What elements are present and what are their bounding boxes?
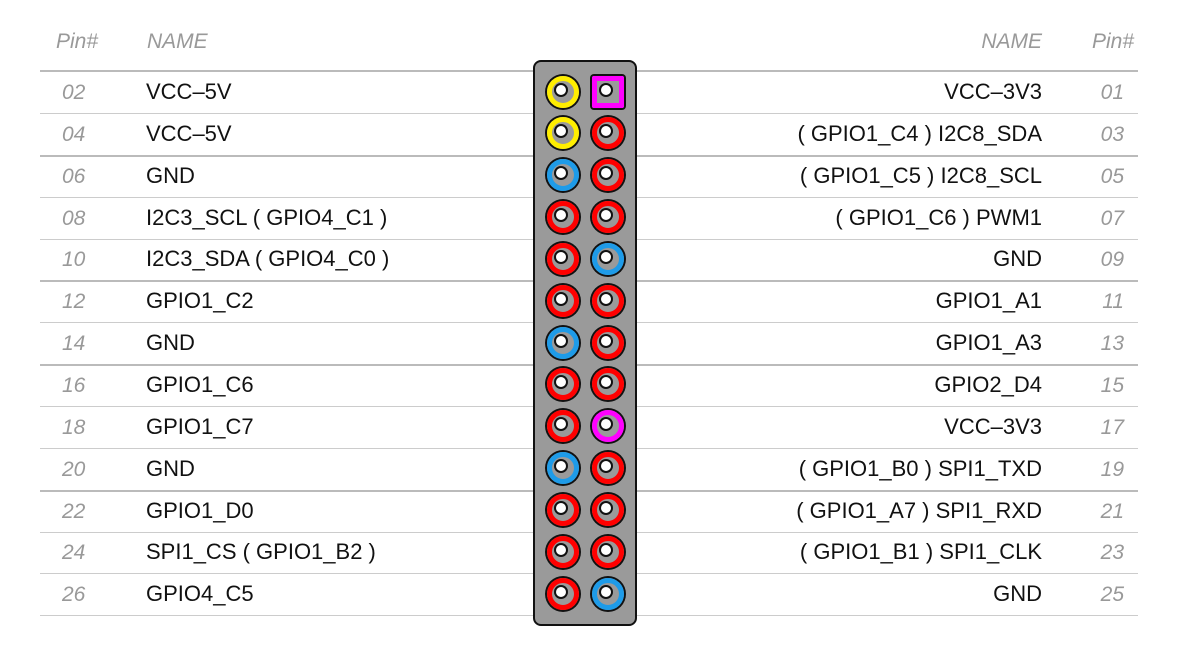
right-pin-name: ( GPIO1_C4 ) I2C8_SDA (797, 120, 1042, 146)
header-right-pin: Pin# (1091, 30, 1134, 53)
left-pin-name: VCC–5V (146, 79, 232, 104)
right-pin-name: GND (993, 581, 1042, 607)
pin-12 (546, 284, 579, 317)
right-pin-name: VCC–3V3 (944, 79, 1042, 104)
pin-16 (546, 368, 579, 401)
header-left-pin: Pin# (56, 30, 99, 53)
pin-23 (591, 535, 624, 568)
table-row: 06 GND 05 ( GPIO1_C5 ) I2C8_SCL (40, 155, 1138, 198)
table-row: 22 GPIO1_D0 21 ( GPIO1_A7 ) SPI1_RXD (40, 490, 1138, 533)
right-pin-number: 07 (1100, 206, 1124, 230)
left-pin-number: 06 (62, 164, 86, 188)
pin-01 (591, 75, 624, 108)
right-pin-number: 21 (1100, 499, 1124, 523)
right-pin-name: ( GPIO1_C5 ) I2C8_SCL (799, 162, 1042, 188)
right-pin-number: 17 (1100, 415, 1124, 439)
right-pin-number: 13 (1100, 332, 1124, 356)
pin-08 (546, 201, 579, 234)
left-pin-number: 18 (62, 415, 86, 439)
pin-18 (546, 410, 579, 443)
header-left-name: NAME (147, 30, 208, 53)
pin-03 (591, 117, 624, 150)
pin-14 (546, 326, 579, 359)
pin-24 (546, 535, 579, 568)
left-pin-name: GND (146, 455, 195, 481)
pin-15 (591, 368, 624, 401)
pin-17 (591, 410, 624, 443)
right-pin-name: ( GPIO1_B0 ) SPI1_TXD (798, 455, 1042, 481)
left-pin-name: I2C3_SDA ( GPIO4_C0 ) (146, 246, 390, 272)
right-pin-number: 11 (1102, 290, 1124, 314)
pin-25 (591, 577, 624, 610)
pin-13 (591, 326, 624, 359)
right-pin-name: GPIO1_A3 (935, 330, 1042, 356)
left-pin-number: 14 (62, 332, 86, 356)
left-pin-name: GPIO1_C2 (146, 288, 254, 314)
pin-07 (591, 201, 624, 234)
left-pin-name: GND (146, 162, 195, 188)
pin-19 (591, 452, 624, 485)
header-right-name: NAME (981, 30, 1042, 53)
left-pin-number: 04 (62, 122, 86, 146)
left-pin-number: 12 (62, 290, 86, 314)
left-pin-number: 24 (62, 541, 86, 565)
right-pin-number: 19 (1100, 457, 1124, 481)
left-pin-name: GPIO1_D0 (146, 497, 254, 523)
right-pin-number: 03 (1100, 122, 1124, 146)
pin-04 (546, 117, 579, 150)
pin-22 (546, 494, 579, 526)
right-pin-number: 23 (1100, 541, 1124, 565)
pin-06 (546, 159, 579, 192)
right-pin-name: ( GPIO1_C6 ) PWM1 (835, 204, 1042, 230)
right-pin-name: VCC–3V3 (944, 413, 1042, 439)
right-pin-name: GND (993, 246, 1042, 272)
pin-20 (546, 452, 579, 485)
left-pin-name: GPIO1_C7 (146, 413, 254, 439)
pin-26 (546, 577, 579, 610)
right-pin-name: ( GPIO1_A7 ) SPI1_RXD (796, 497, 1042, 523)
pin-02 (546, 75, 579, 108)
left-pin-number: 22 (62, 499, 86, 523)
left-pin-name: VCC–5V (146, 120, 232, 146)
right-pin-name: ( GPIO1_B1 ) SPI1_CLK (799, 539, 1042, 565)
left-pin-name: GND (146, 330, 195, 356)
left-pin-name: GPIO1_C6 (146, 371, 254, 397)
right-pin-number: 09 (1100, 248, 1124, 272)
left-pin-number: 26 (62, 583, 86, 607)
gpio-header-connector (533, 60, 637, 626)
left-pin-number: 02 (62, 81, 86, 104)
right-pin-number: 15 (1100, 373, 1124, 397)
pin-09 (591, 242, 624, 275)
right-pin-number: 05 (1100, 164, 1124, 188)
left-pin-number: 08 (62, 206, 86, 230)
right-pin-name: GPIO2_D4 (934, 371, 1042, 397)
left-pin-name: SPI1_CS ( GPIO1_B2 ) (146, 539, 376, 565)
right-pin-number: 01 (1100, 81, 1124, 104)
pin-11 (591, 284, 624, 317)
table-row: 12 GPIO1_C2 11 GPIO1_A1 (40, 280, 1138, 324)
pin-05 (591, 159, 624, 192)
right-pin-name: GPIO1_A1 (935, 288, 1042, 314)
left-pin-name: I2C3_SCL ( GPIO4_C1 ) (146, 204, 388, 230)
left-pin-number: 16 (62, 373, 86, 397)
left-pin-name: GPIO4_C5 (146, 581, 254, 607)
left-pin-number: 10 (62, 248, 86, 272)
left-pin-number: 20 (62, 457, 86, 481)
pin-10 (546, 242, 579, 275)
right-pin-number: 25 (1100, 583, 1124, 607)
pin-21 (591, 494, 624, 526)
